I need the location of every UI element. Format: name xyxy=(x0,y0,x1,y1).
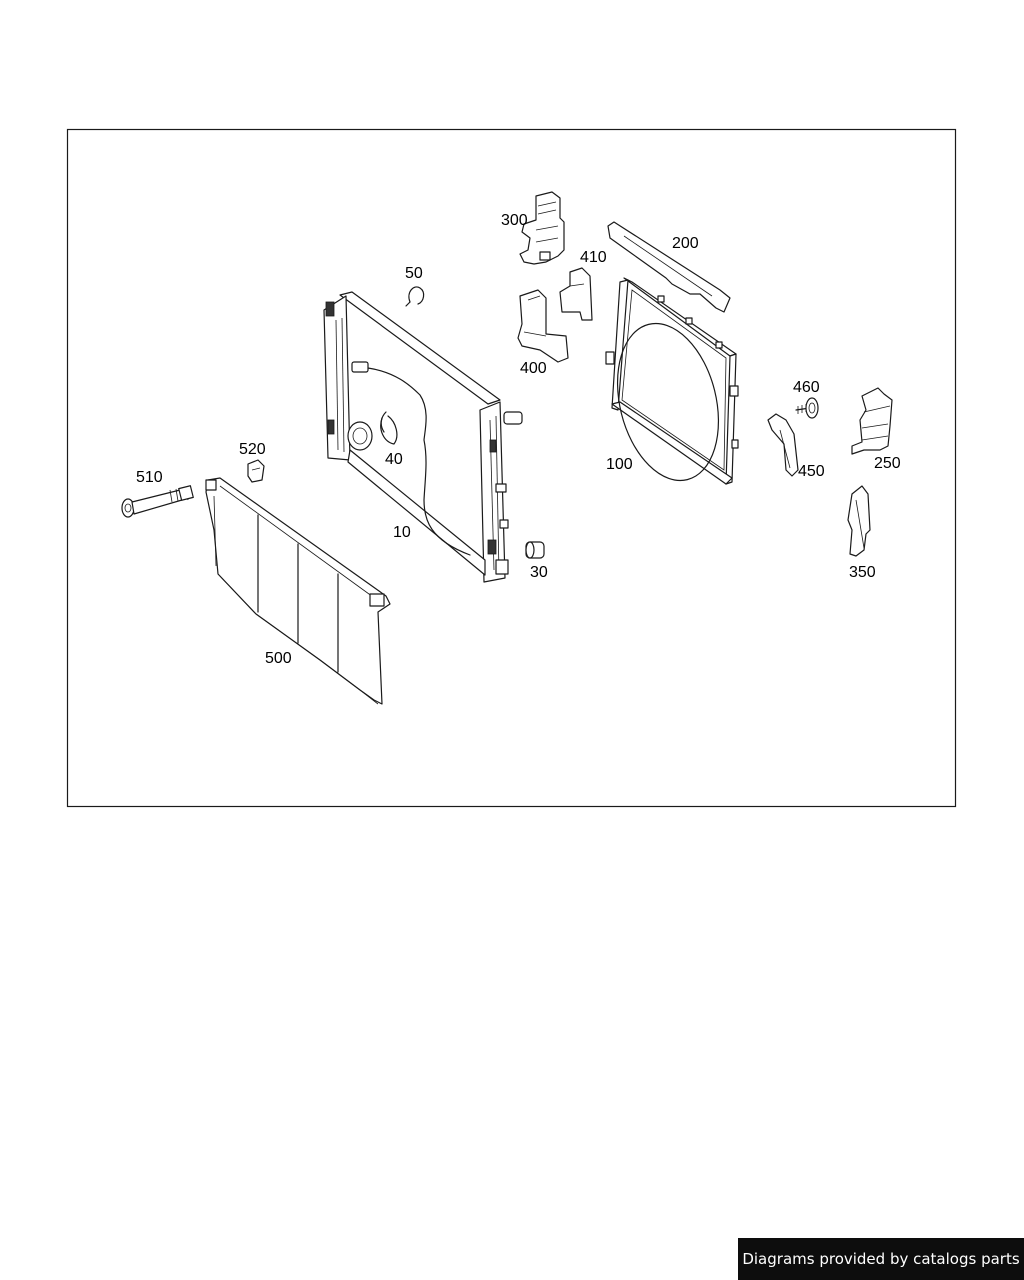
clip-part-50[interactable] xyxy=(405,286,425,307)
label-460: 460 xyxy=(793,379,820,396)
clip-part-40[interactable] xyxy=(380,411,398,445)
bracket-part-450[interactable] xyxy=(767,413,799,477)
cap-part-30[interactable] xyxy=(525,541,545,559)
bolt-part-510[interactable] xyxy=(121,485,194,518)
credit-badge: Diagrams provided by catalogs parts xyxy=(738,1238,1024,1280)
air-duct-part-500[interactable] xyxy=(205,477,391,705)
label-250: 250 xyxy=(874,455,901,472)
label-50: 50 xyxy=(405,265,423,282)
label-200: 200 xyxy=(672,235,699,252)
label-10: 10 xyxy=(393,524,411,541)
label-450: 450 xyxy=(798,463,825,480)
bracket-part-250[interactable] xyxy=(851,387,893,455)
label-510: 510 xyxy=(136,469,163,486)
label-30: 30 xyxy=(530,564,548,581)
label-410: 410 xyxy=(580,249,607,266)
deflector-part-410[interactable] xyxy=(559,267,593,321)
radiator-part-10[interactable] xyxy=(323,291,523,583)
deflector-part-400[interactable] xyxy=(517,289,569,363)
label-400: 400 xyxy=(520,360,547,377)
bracket-part-350[interactable] xyxy=(847,485,871,557)
bracket-part-300[interactable] xyxy=(519,191,565,265)
seal-part-200[interactable] xyxy=(607,221,731,313)
label-350: 350 xyxy=(849,564,876,581)
fan-shroud-part-100[interactable] xyxy=(602,277,739,491)
label-40: 40 xyxy=(385,451,403,468)
label-100: 100 xyxy=(606,456,633,473)
screw-part-460[interactable] xyxy=(795,397,819,419)
label-300: 300 xyxy=(501,212,528,229)
label-500: 500 xyxy=(265,650,292,667)
label-520: 520 xyxy=(239,441,266,458)
nut-part-520[interactable] xyxy=(247,459,265,483)
diagram-frame xyxy=(66,128,957,808)
